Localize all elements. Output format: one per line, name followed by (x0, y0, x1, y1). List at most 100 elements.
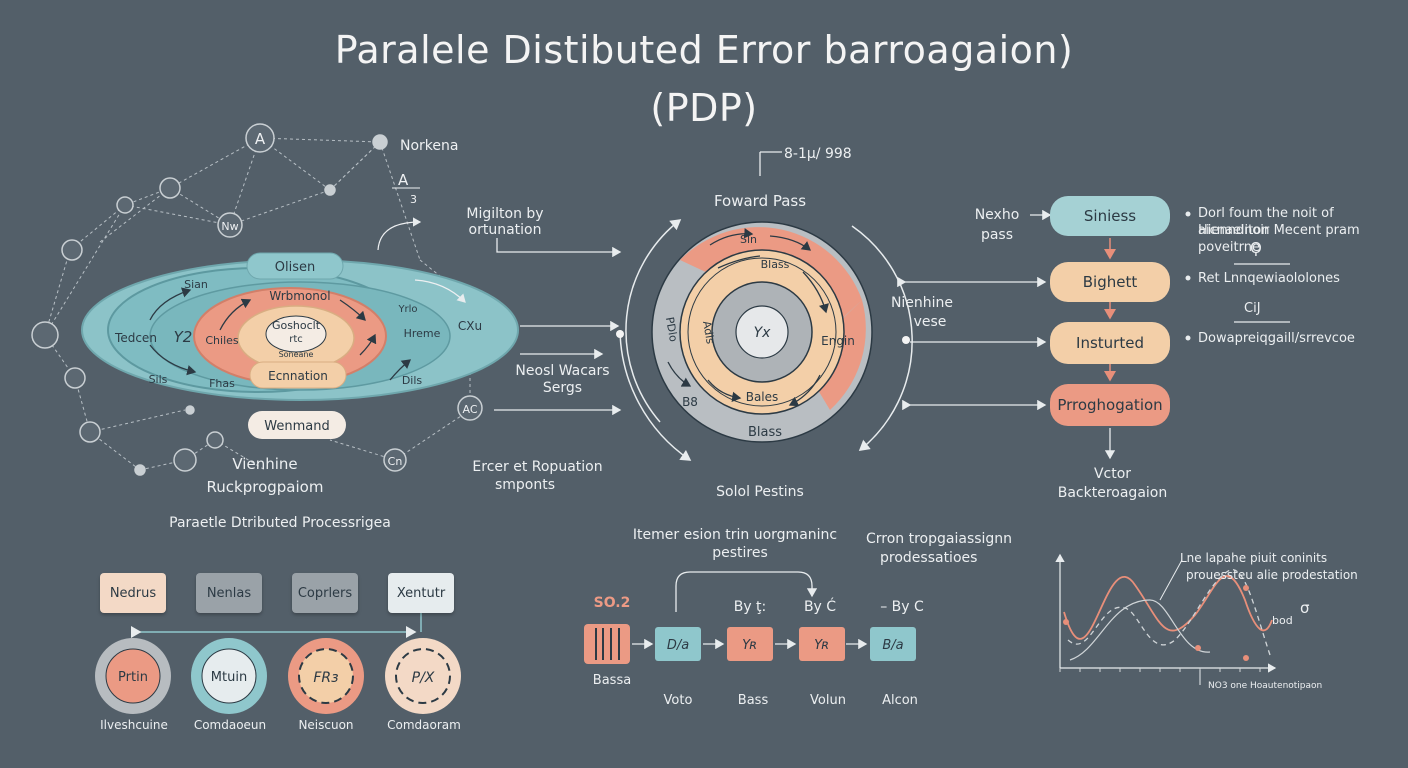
center-bottom-left: B8 (682, 395, 698, 409)
center-inner-bottom: Bales (746, 390, 779, 404)
pdp-caption-1: Ilveshcuine (100, 718, 168, 732)
pdp-caption-2: Comdaoeun (193, 718, 267, 732)
bottom-flow-caption-1: Bassa (592, 673, 632, 688)
oval-bottom-left: Fhas (209, 377, 235, 390)
flow-node-3: Yʀ (814, 638, 830, 653)
pdp-circle-4: P/X (412, 670, 435, 686)
oval-bottom-right: Dils (402, 374, 423, 387)
bottom-flow-caption-3: Bass (737, 693, 769, 708)
flow-side-top-line1: Nexho (974, 207, 1020, 223)
network-top-label: Norkena (400, 138, 458, 154)
flow-node-4: B/a (882, 638, 903, 653)
network-caption-line1: Vienhine (232, 455, 298, 473)
bottom-flow-nodes (655, 627, 916, 661)
plot-footer: NO3 one Hoautenotipaon (1208, 681, 1323, 691)
flow-node-1: D/a (667, 638, 689, 653)
center-circle (651, 221, 873, 443)
oval-outer-bottom-left: Sils (149, 373, 168, 386)
pdp-circle-3: FRз (313, 670, 338, 686)
node-a-label: A (255, 130, 266, 148)
oval-mid-right: Hreme (404, 327, 441, 340)
pdp-circles (95, 638, 461, 714)
bottom-flow-so-label: SO.2 (593, 595, 631, 611)
plot-note-line1: Lne lapahe piuit coninits (1180, 551, 1328, 565)
flow-step-1: Siniess (1050, 196, 1170, 236)
plot-label: bod (1272, 614, 1293, 627)
pdp-box-2: Nenlas (196, 573, 262, 613)
oval-mid-left: Chiles (205, 334, 239, 347)
oval-core-sub: Soneane (279, 350, 314, 359)
bottom-flow-caption-2: Voto (663, 693, 693, 708)
bottom-flow-by-2: By Ć (803, 599, 837, 615)
pdp-section-title: Paraetle Dtributed Processrigea (169, 515, 391, 531)
flow-side-mid-line2: vese (913, 314, 947, 330)
network-nodes (31, 123, 483, 476)
neural-label-line2: Sergs (542, 380, 583, 396)
oval-outer-left: Tedcen (114, 331, 157, 345)
flow-note-3: Dowapreiqgaill/srrevcoe (1198, 331, 1355, 346)
oval-mid-right-top: Yrlo (397, 304, 417, 315)
oval-y2: Y2 (174, 328, 193, 346)
pdp-caption-4: Comdaoram (387, 718, 461, 732)
network-a-formula: A (398, 171, 409, 189)
flow-step-2: Bighett (1050, 262, 1170, 302)
bottom-flow-by-3: – By C (880, 599, 924, 615)
page-subtitle: (PDP) (650, 86, 758, 130)
node-nw-label: Nw (221, 220, 238, 233)
oval-bottom-pill: Wenmand (264, 419, 329, 434)
center-ring-left: Adis (700, 320, 717, 345)
oval-outer-right: CXu (458, 319, 482, 333)
flow-step-4: Prroghogation (1050, 384, 1170, 426)
pdp-circle-1: Prtin (118, 670, 148, 685)
pdp-box-3: Coprlers (292, 573, 358, 613)
flow-symbol-1: Ϙ (1250, 239, 1262, 257)
bottom-flow-caption-5: Alcon (882, 693, 918, 708)
pdp-box-1: Nedrus (100, 573, 166, 613)
center-outer-bottom: Blass (748, 425, 782, 440)
oval-outer-top: Sian (184, 278, 208, 291)
plot-note-line2: prouessteu alie prodestation (1186, 568, 1358, 582)
bottom-flow-right-title-line1: Crron tropgaiassignn (866, 531, 1013, 547)
center-ring-right: Engin (821, 334, 855, 348)
neural-label-line1: Neosl Wacars (515, 363, 610, 379)
bottom-flow-title-line1: Itemer esion trin uorgmaninc (632, 527, 838, 543)
flow-note-2: Ret Lnnqewiaololones (1198, 271, 1340, 286)
flow-note-1: Dorl foum the noit of Hienndnoir (1198, 206, 1334, 238)
oval-core-line1: Goshoclt (272, 319, 321, 332)
flow-bottom-line2: Backteroagaion (1057, 485, 1168, 501)
flow-note-1b: aicnaeliton Mecent pram poveitrne (1198, 223, 1360, 255)
center-formula: 8-1µ/ 998 (784, 146, 852, 162)
plot-sigma: σ (1300, 599, 1310, 617)
pdp-circle-2: Mtuin (211, 670, 247, 685)
network-b-formula: 3 (410, 193, 417, 206)
center-left-label: PDlo (663, 316, 680, 343)
error-label-line1: Ercer et Ropuation (472, 459, 603, 475)
flow-step-3: Insturted (1050, 322, 1170, 364)
page-title: Paralele Distibuted Error barroagaion) (334, 28, 1074, 72)
pdp-caption-3: Neiscuon (298, 718, 354, 732)
migration-label-line2: ortunation (468, 222, 542, 238)
center-core: Yx (754, 325, 772, 341)
migration-label-line1: Migilton by (466, 206, 544, 222)
bottom-flow-right-title-line2: prodessatioes (880, 550, 978, 566)
pdp-box-4: Xentutr (388, 573, 454, 613)
bottom-flow-caption-4: Volun (810, 693, 846, 708)
flow-side-top-line2: pass (980, 227, 1014, 243)
oval-core-line2: rtc (289, 334, 303, 345)
oval-teal-top: Olisen (275, 260, 315, 275)
center-ring-top: Sln (740, 233, 757, 246)
error-label-line2: smponts (494, 477, 556, 493)
flow-node-2: Yʀ (742, 638, 758, 653)
node-cn-label: Cn (388, 455, 403, 468)
center-ring-inner-top: Blass (761, 258, 790, 271)
flow-bottom-line1: Vctor (1093, 466, 1132, 482)
network-caption-line2: Ruckprogpaiom (206, 478, 324, 496)
oval-bottom-inner: Ecnnation (268, 369, 328, 383)
flow-side-mid-line1: Nienhine (890, 295, 954, 311)
center-caption: Solol Pestins (716, 484, 804, 500)
oval-mid-top: Wrbmonol (269, 289, 330, 303)
center-top-label: Foward Pass (713, 192, 807, 210)
bottom-flow-by-1: By ţ: (733, 599, 767, 615)
flow-symbol-2: CiJ (1244, 301, 1261, 316)
